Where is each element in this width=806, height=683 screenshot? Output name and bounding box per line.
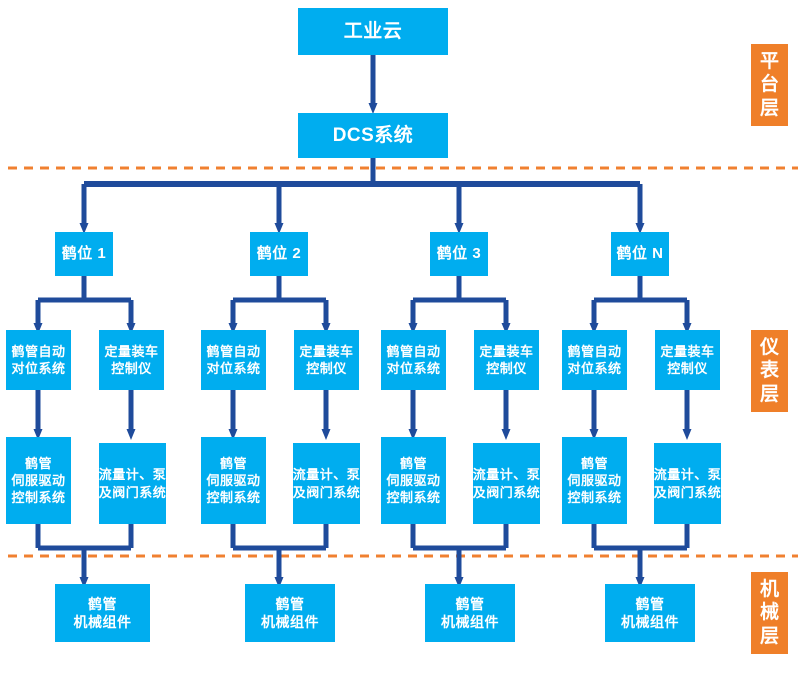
node-label-line: 鹤管	[455, 595, 485, 612]
node-label-line: 流量计、泵	[472, 467, 541, 483]
node-label-line: 定量装车	[660, 343, 715, 359]
node-mechanical-4[interactable]: 鹤管 机械组件	[605, 584, 695, 642]
node-label-line: 鹤管自动	[206, 343, 261, 359]
node-label-line: 机械组件	[73, 614, 132, 630]
node-label-line: 机械组件	[621, 614, 679, 630]
node-driver-7[interactable]: 鹤管 伺服驱动 控制系统	[562, 437, 627, 524]
node-mechanical-1[interactable]: 鹤管 机械组件	[55, 584, 150, 642]
node-label-line: 定量装车	[479, 343, 534, 359]
node-label-line: 及阀门系统	[472, 484, 541, 500]
node-driver-4[interactable]: 流量计、泵 及阀门系统	[293, 443, 360, 524]
node-instrument-7[interactable]: 鹤管自动 对位系统	[562, 330, 627, 390]
node-instrument-4[interactable]: 定量装车 控制仪	[294, 330, 359, 390]
node-label-line: 鹤管	[635, 595, 665, 612]
layer-tag-mechanical: 机 械 层	[751, 572, 788, 654]
node-label-line: 对位系统	[567, 361, 622, 376]
layer-tag-platform: 平 台 层	[751, 44, 788, 126]
node-label-line: 对位系统	[206, 361, 261, 376]
node-label-line: 鹤管	[580, 455, 608, 471]
node-label-line: 鹤管	[88, 595, 117, 612]
node-label-line: 流量计、泵	[653, 467, 722, 483]
node-label-line: 定量装车	[299, 343, 354, 359]
node-label-line: 伺服驱动	[567, 472, 622, 488]
layer-tag-instrument: 仪 表 层	[751, 330, 788, 412]
node-driver-3[interactable]: 鹤管 伺服驱动 控制系统	[201, 437, 266, 524]
node-label-line: 控制仪	[667, 361, 708, 376]
node-instrument-3[interactable]: 鹤管自动 对位系统	[201, 330, 266, 390]
node-label-line: 伺服驱动	[11, 472, 66, 488]
node-label-line: 及阀门系统	[653, 484, 722, 500]
node-driver-5[interactable]: 鹤管 伺服驱动 控制系统	[381, 437, 446, 524]
node-label-line: 流量计、泵	[292, 467, 361, 483]
node-mechanical-2[interactable]: 鹤管 机械组件	[245, 584, 335, 642]
node-label-line: 鹤管	[219, 455, 247, 471]
node-label-line: 伺服驱动	[206, 472, 261, 488]
node-label-line: 对位系统	[386, 361, 441, 376]
layer-tag-char: 机	[759, 579, 779, 601]
node-industrial-cloud[interactable]: 工业云	[298, 8, 448, 55]
node-label-line: 鹤管自动	[386, 343, 441, 359]
layer-tag-char: 层	[759, 383, 779, 405]
node-label: 鹤位 2	[256, 245, 302, 263]
node-label-line: 控制仪	[486, 361, 527, 376]
node-driver-8[interactable]: 流量计、泵 及阀门系统	[654, 443, 721, 524]
node-label-line: 机械组件	[441, 614, 499, 630]
layer-tag-char: 平	[759, 51, 779, 73]
layer-tag-char: 台	[759, 74, 779, 96]
layer-tag-char: 层	[759, 625, 779, 647]
node-label: 鹤位 3	[436, 245, 482, 263]
node-bay-3[interactable]: 鹤位 3	[430, 232, 488, 276]
node-driver-1[interactable]: 鹤管 伺服驱动 控制系统	[6, 437, 71, 524]
node-instrument-6[interactable]: 定量装车 控制仪	[474, 330, 539, 390]
node-label-line: 对位系统	[11, 361, 66, 376]
node-driver-6[interactable]: 流量计、泵 及阀门系统	[473, 443, 540, 524]
node-label: 鹤位 1	[61, 245, 107, 263]
node-label: 工业云	[343, 20, 403, 42]
node-label-line: 控制仪	[306, 361, 347, 376]
node-dcs-system[interactable]: DCS系统	[298, 113, 448, 158]
node-instrument-8[interactable]: 定量装车 控制仪	[655, 330, 720, 390]
node-label-line: 及阀门系统	[292, 484, 361, 500]
node-bay-1[interactable]: 鹤位 1	[55, 232, 113, 276]
node-label-line: 控制系统	[206, 490, 261, 506]
node-bay-n[interactable]: 鹤位 N	[611, 232, 669, 276]
node-label-line: 控制系统	[567, 490, 622, 506]
node-label-line: 伺服驱动	[386, 472, 441, 488]
node-label-line: 控制系统	[386, 490, 441, 506]
node-label-line: 流量计、泵	[98, 467, 167, 483]
node-instrument-2[interactable]: 定量装车 控制仪	[99, 330, 164, 390]
node-label-line: 定量装车	[104, 343, 159, 359]
node-label-line: 鹤管	[399, 455, 427, 471]
layer-tag-char: 械	[759, 602, 779, 624]
layer-tag-char: 层	[759, 97, 779, 119]
node-label: DCS系统	[332, 124, 414, 146]
node-label-line: 鹤管	[24, 455, 52, 471]
node-label-line: 控制系统	[11, 490, 66, 506]
layer-tag-char: 仪	[759, 337, 779, 359]
layer-tag-char: 表	[759, 360, 779, 382]
node-label-line: 及阀门系统	[98, 484, 167, 500]
node-label-line: 控制仪	[111, 361, 152, 376]
node-instrument-1[interactable]: 鹤管自动 对位系统	[6, 330, 71, 390]
node-instrument-5[interactable]: 鹤管自动 对位系统	[381, 330, 446, 390]
node-bay-2[interactable]: 鹤位 2	[250, 232, 308, 276]
node-label-line: 鹤管	[275, 595, 305, 612]
node-label-line: 机械组件	[261, 614, 319, 630]
node-driver-2[interactable]: 流量计、泵 及阀门系统	[99, 443, 166, 524]
node-label-line: 鹤管自动	[11, 343, 66, 359]
node-mechanical-3[interactable]: 鹤管 机械组件	[425, 584, 515, 642]
node-label-line: 鹤管自动	[567, 343, 622, 359]
node-label: 鹤位 N	[616, 245, 664, 263]
